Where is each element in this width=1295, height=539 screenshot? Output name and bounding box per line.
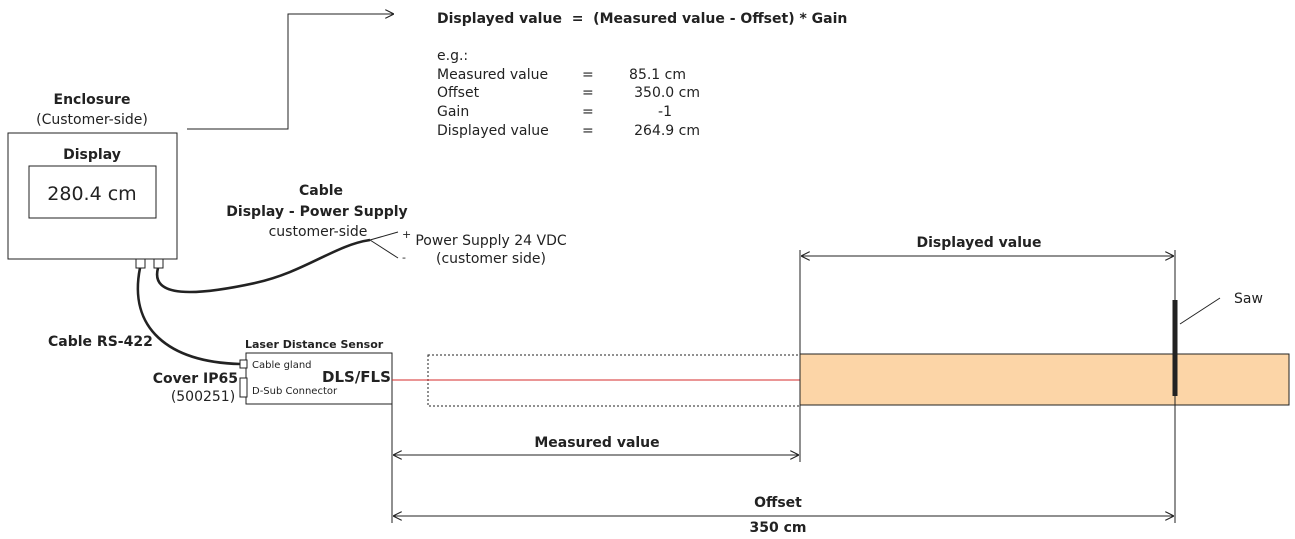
example-name: Offset [437, 85, 480, 101]
dsub-connector [239, 377, 248, 398]
power-minus-sign: - [402, 251, 406, 264]
power-cable [155, 238, 371, 294]
rs422-cable [136, 267, 241, 366]
power-wire-plus [369, 231, 399, 241]
sensor-model: DLS/FLS [322, 368, 391, 386]
cable-gland-label: Cable gland [252, 360, 312, 371]
dsub-label: D-Sub Connector [252, 386, 338, 397]
power-supply-sublabel: (customer side) [436, 251, 546, 267]
cable-gland [239, 359, 248, 369]
example-eq: = [582, 104, 594, 120]
gland-power [153, 258, 164, 269]
offset-label: Offset [754, 495, 802, 511]
example-eq: = [582, 123, 594, 139]
example-value: 350.0 cm [634, 85, 700, 101]
cover-title: Cover IP65 [153, 371, 238, 387]
measured-value-label: Measured value [534, 435, 659, 451]
offset-value: 350 cm [750, 520, 807, 536]
sensor-body [245, 352, 393, 405]
display-label: Display [63, 147, 121, 163]
enclosure-title: Enclosure [54, 92, 131, 108]
enclosure-box [7, 132, 178, 260]
cover-part-number: (500251) [171, 389, 235, 405]
example-value: 264.9 cm [634, 123, 700, 139]
example-name: Displayed value [437, 123, 549, 139]
example-eq: = [582, 67, 594, 83]
power-wire-minus [369, 239, 399, 259]
example-eq: = [582, 85, 594, 101]
workpiece [799, 353, 1290, 406]
enclosure-subtitle: (Customer-side) [36, 112, 148, 128]
power-plus-sign: + [402, 228, 411, 241]
example-value: -1 [658, 104, 672, 120]
display-screen [28, 165, 157, 219]
saw-pointer [1179, 297, 1221, 325]
formula-title: Displayed value = (Measured value - Offs… [437, 11, 847, 27]
displayed-value-label: Displayed value [917, 235, 1042, 251]
power-cable-title: Cable [299, 183, 343, 199]
power-cable-title-2: Display - Power Supply [226, 204, 407, 220]
power-cable-subtitle: customer-side [269, 224, 368, 240]
formula-connector-arrow [187, 14, 394, 130]
formula-example-rows: Measured value = 85.1 cm Offset = 350.0 … [437, 67, 700, 139]
display-value: 280.4 cm [47, 183, 136, 205]
rs422-cable-label: Cable RS-422 [48, 334, 153, 350]
example-name: Gain [437, 104, 469, 120]
sensor-title: Laser Distance Sensor [245, 338, 384, 351]
saw-label: Saw [1234, 291, 1263, 307]
example-name: Measured value [437, 67, 548, 83]
gland-rs422 [135, 258, 146, 269]
power-supply-label: Power Supply 24 VDC [415, 233, 567, 249]
example-label: e.g.: [437, 48, 468, 64]
example-value: 85.1 cm [629, 67, 686, 83]
